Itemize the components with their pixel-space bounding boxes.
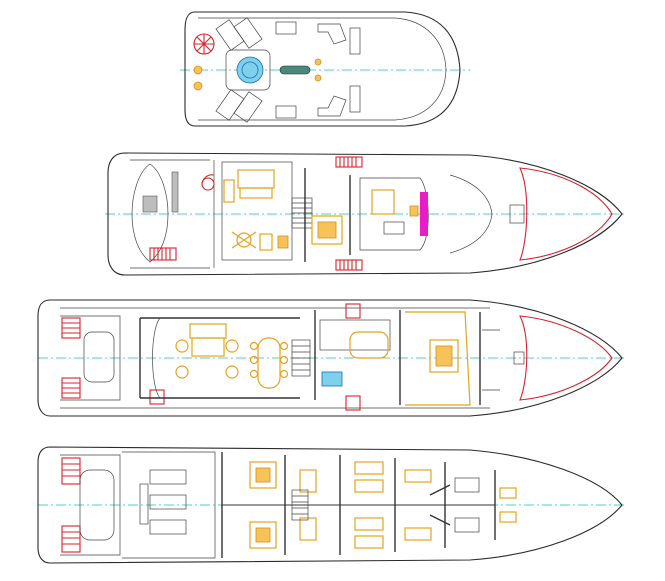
owner-bed-icon: [429, 339, 459, 373]
bar-table-icon: [279, 65, 311, 75]
bridge-deck-outline: [107, 152, 623, 276]
main-deck: [37, 299, 625, 417]
foredeck-outline-main: [519, 315, 613, 401]
galley: [319, 319, 391, 351]
main-saloon-furniture: [175, 323, 289, 389]
corridor-stairs: [291, 484, 451, 526]
jacuzzi-icon: [236, 56, 264, 84]
tender-icon: [131, 163, 169, 263]
wheelhouse: [359, 177, 429, 251]
owner-suite: [405, 311, 471, 406]
bridge-deck: [105, 152, 625, 276]
tender-garage: [60, 454, 121, 556]
engine-room: [122, 451, 216, 559]
sun-deck-outline: [184, 11, 461, 127]
sofa-icon: [317, 23, 347, 45]
lower-deck-outline: [37, 446, 623, 564]
sky-lounge-furniture: [221, 161, 293, 261]
guest-cabins: [221, 452, 517, 558]
main-deck-outline: [37, 299, 623, 417]
foredeck-outline: [519, 167, 613, 261]
sun-deck: [180, 11, 470, 127]
stair-icon-main: [61, 303, 361, 411]
helm-console-icon: [420, 192, 428, 236]
stair-icon: [149, 156, 363, 271]
cabin-bed-icon: [311, 215, 343, 245]
lower-deck: [37, 446, 625, 564]
sunbeds: [215, 17, 297, 123]
